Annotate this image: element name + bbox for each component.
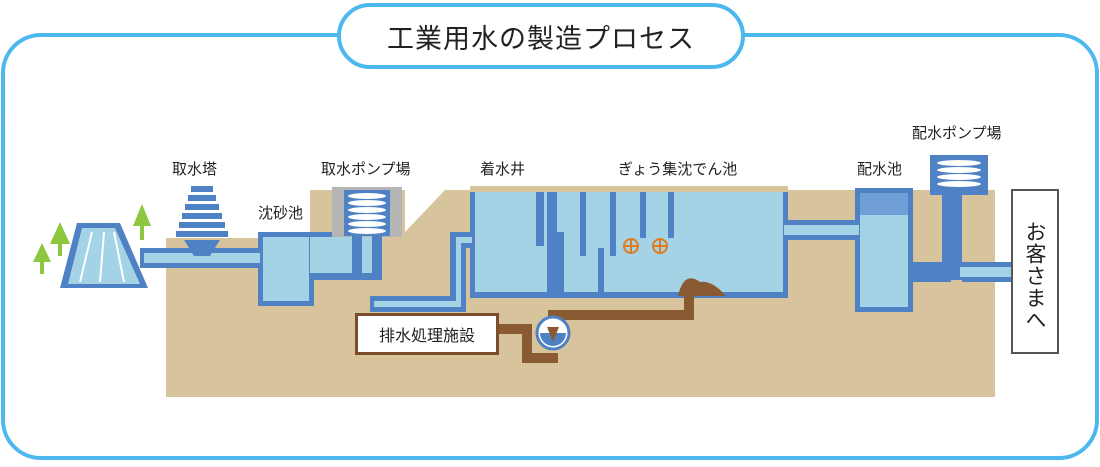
label-intake-pump: 取水ポンプ場: [321, 160, 411, 178]
label-distribution-reservoir: 配水池: [857, 160, 903, 178]
pump-icon: [332, 187, 402, 280]
label-receiving-well: 着水井: [480, 160, 526, 178]
stirrer-icon: [623, 238, 668, 254]
intake-tower-icon: [176, 186, 228, 256]
label-sand-basin: 沈砂池: [258, 204, 304, 222]
label-coagulation: ぎょう集沈でん池: [618, 160, 738, 178]
label-distribution-pump: 配水ポンプ場: [912, 124, 1002, 142]
title-pill: 工業用水の製造プロセス: [337, 3, 745, 69]
distribution-pump-icon: [930, 155, 988, 195]
drainage-facility-box: 排水処理施設: [355, 313, 499, 355]
label-drainage-facility: 排水処理施設: [378, 326, 475, 345]
customer-box: お客さまへ: [1011, 189, 1059, 354]
tank-top-gap: [470, 186, 788, 192]
reservoir-band: [860, 193, 908, 215]
sludge-pump-icon: [535, 315, 571, 351]
tree-icon: [33, 204, 151, 274]
label-customer: お客さまへ: [1023, 221, 1047, 331]
diagram-title: 工業用水の製造プロセス: [387, 23, 695, 55]
label-intake-tower: 取水塔: [172, 160, 218, 178]
baffles: [536, 188, 674, 298]
dam-icon: [60, 223, 148, 288]
